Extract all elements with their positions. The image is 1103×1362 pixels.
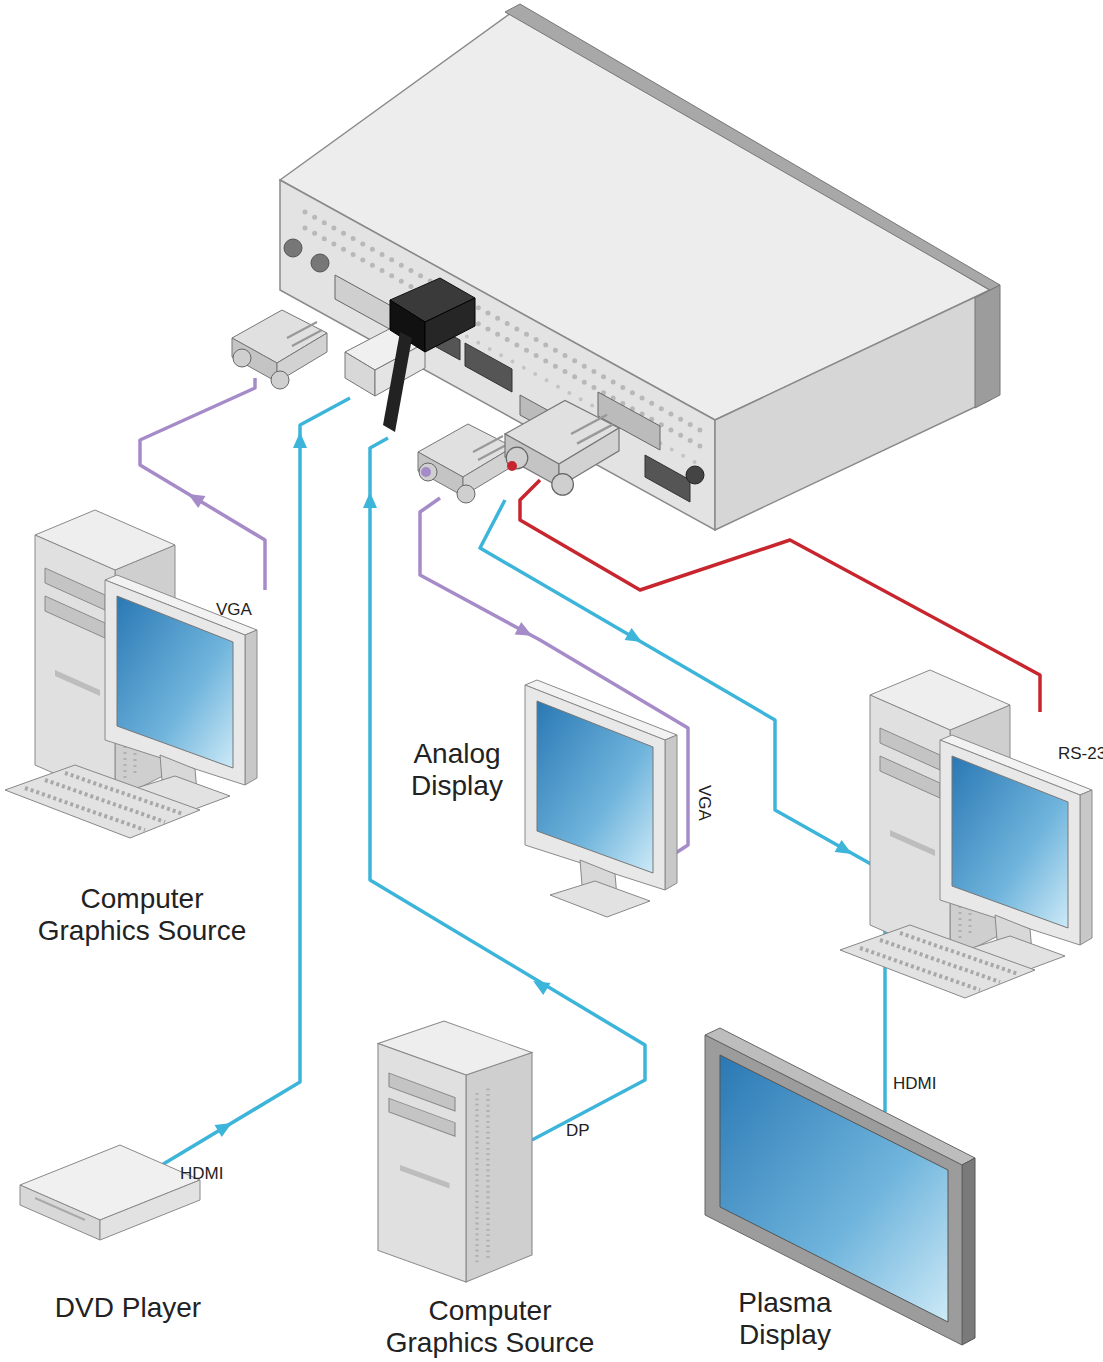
plasma-display-part [720,1055,948,1322]
device-name: Plasma Display [720,1287,850,1351]
signal-arrow-part [515,622,536,642]
device-name: Computer Graphics Source [370,1295,610,1359]
device-name: Computer Graphics Source [22,883,262,947]
cable-part [520,480,1040,712]
signal-arrow-part [293,432,307,448]
switcher-device-part [975,285,1000,408]
connector-plug-part [383,332,412,432]
cable-part [480,500,885,1112]
switcher-device-part [284,239,302,257]
switcher-device-part [335,275,395,332]
signal-arrow-part [215,1117,236,1137]
switcher-device-part [465,343,512,392]
connector-plug-part [345,352,375,396]
switcher-device-part [305,228,700,446]
device-label-node: Analog Display [396,738,518,802]
dvd-player-part [100,1180,200,1240]
switcher-device-part [505,4,1000,290]
connector-plug-part [505,400,619,495]
signal-name: HDMI [893,1074,936,1094]
dvd-player-part [20,1185,100,1240]
signal-name: VGA [694,785,714,821]
device-label-node: Computer Graphics Source [370,1295,610,1359]
switcher-device-part [686,466,704,484]
device-label-node: Plasma Display [720,1287,850,1351]
illustration-part [5,510,257,838]
signal-arrow-part [530,975,551,995]
device-name: DVD Player [18,1292,238,1324]
connector-plug-part [425,298,475,352]
switcher-device [280,4,1000,530]
switcher-device-part [280,180,715,530]
signal-name: DP [566,1121,590,1141]
plasma-display-part [962,1158,975,1345]
connector-plug-part [507,461,517,471]
signal-arrow-part [363,492,377,508]
switcher-device-part [311,254,329,272]
switcher-device-part [305,212,700,430]
illustration-part [840,670,1092,998]
illustration-part [378,1021,532,1282]
connector-plug-part [232,310,327,389]
device-label-node: Computer Graphics Source [22,883,262,947]
signal-arrow-part [625,628,646,648]
switcher-device-part [715,290,990,530]
connector-plug-part [421,467,431,477]
switcher-device-part [645,455,690,502]
connector-plug-part [418,424,513,503]
dvd-player [20,1145,200,1240]
illustration-part [525,680,677,917]
signal-arrow-part [835,840,856,860]
device-label-node: DVD Player [18,1292,238,1324]
connector-plug [232,278,619,503]
device-name: Analog Display [396,738,518,802]
signal-arrow [185,432,856,1137]
dvd-player-part [35,1198,85,1220]
signal-arrow-part [185,488,206,508]
signal-name: VGA [216,600,252,620]
signal-name: RS-232 [1058,744,1103,764]
signal-name: HDMI [180,1164,223,1184]
